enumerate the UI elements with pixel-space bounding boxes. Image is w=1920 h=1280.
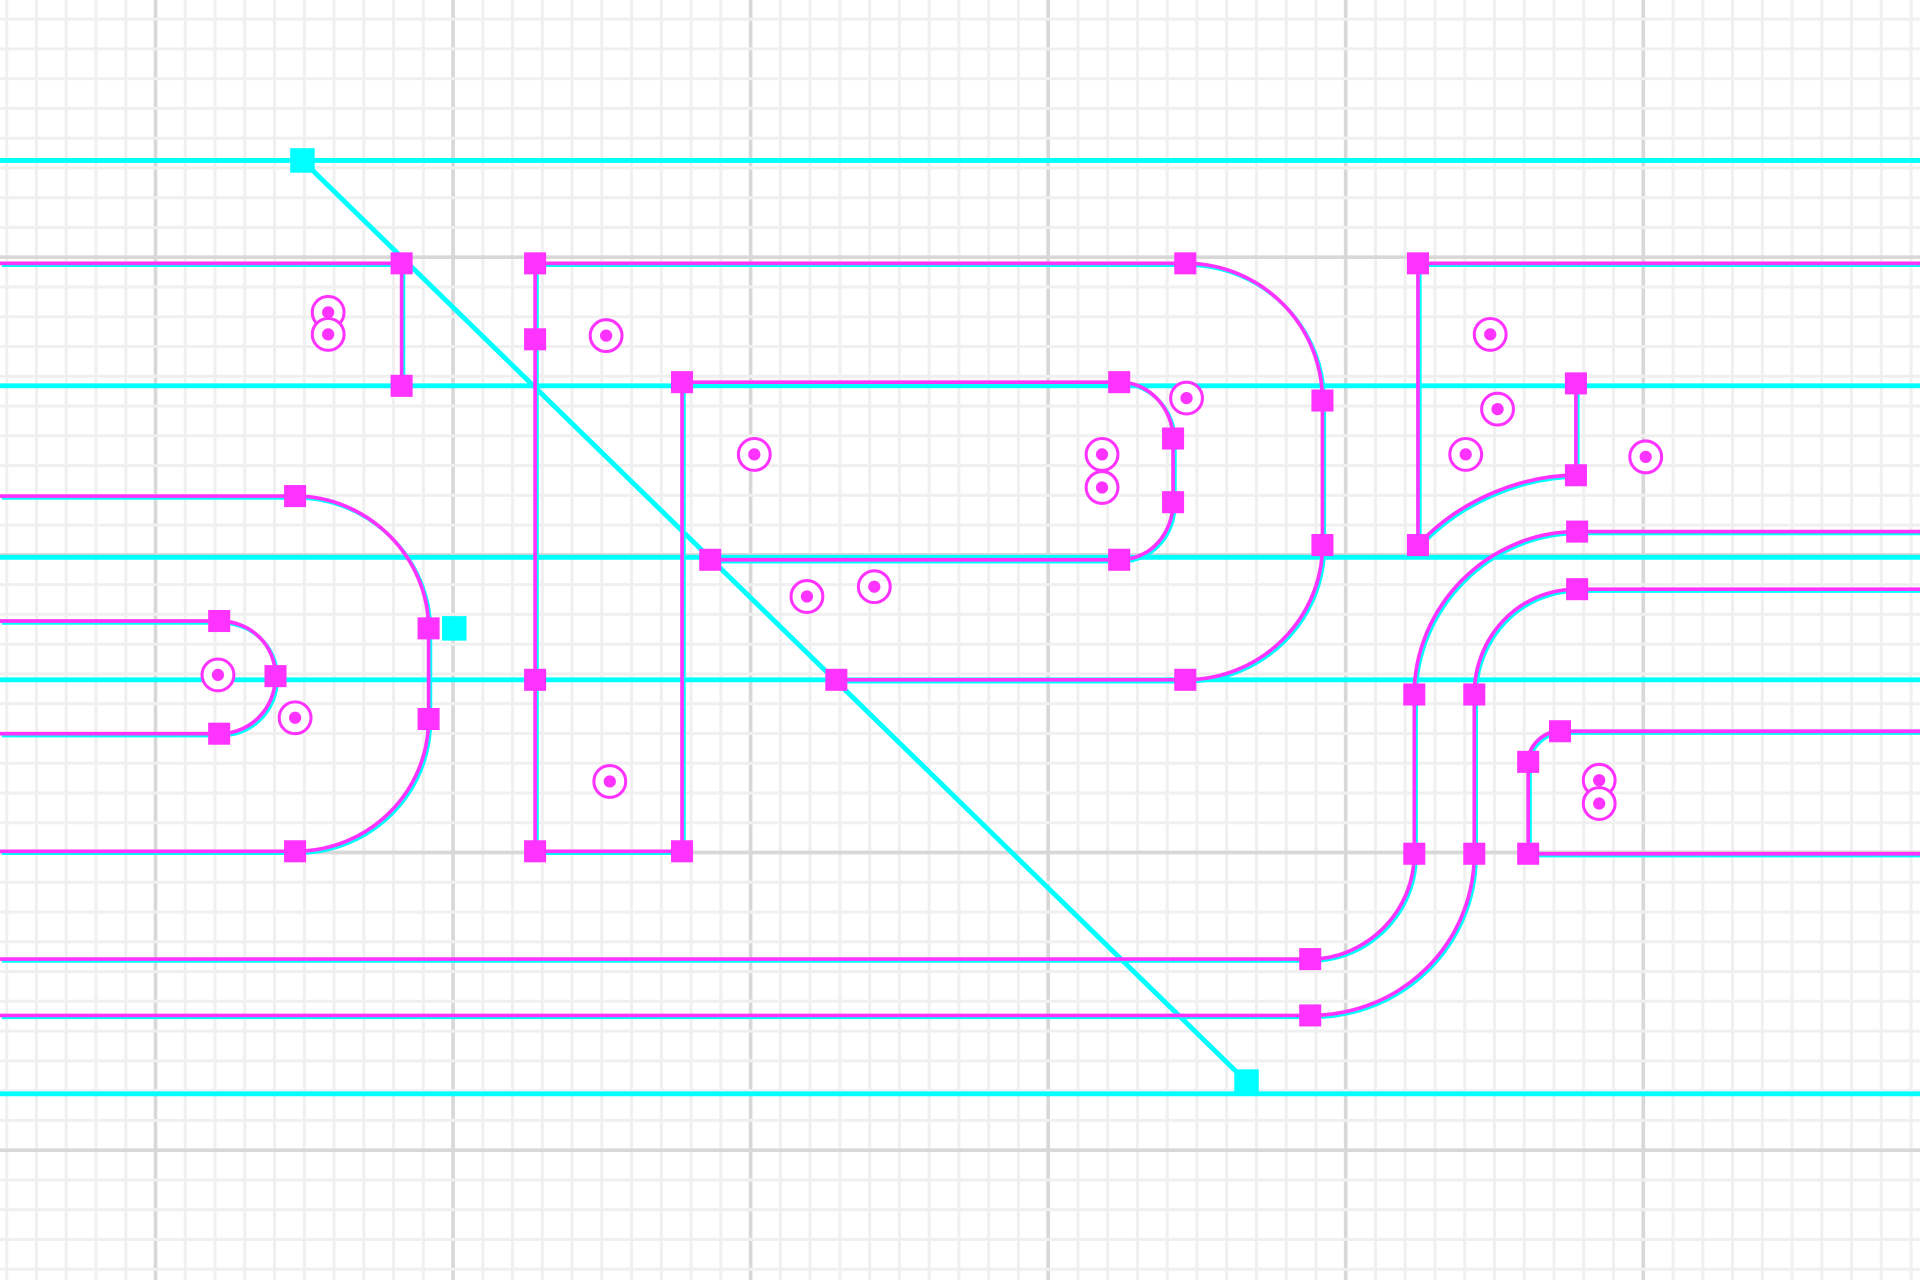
circle-node-icon[interactable] <box>1628 439 1664 475</box>
square-node-icon[interactable] <box>208 722 231 745</box>
square-node-icon[interactable] <box>1517 842 1540 865</box>
circle-node-icon[interactable] <box>592 764 628 799</box>
square-node-icon[interactable] <box>264 665 287 688</box>
circle-node-dot <box>1593 797 1606 810</box>
circle-node-icon[interactable] <box>1472 316 1508 352</box>
circle-node-dot <box>288 711 302 724</box>
square-node-icon[interactable] <box>1463 683 1486 706</box>
glyph-contour[interactable] <box>0 494 431 854</box>
square-node-icon[interactable] <box>1108 548 1131 571</box>
circle-node-dot <box>1639 450 1652 464</box>
square-node-icon[interactable] <box>671 840 694 863</box>
guide-handle-icon[interactable] <box>290 148 315 173</box>
circle-node-dot <box>1491 402 1504 416</box>
square-node-icon[interactable] <box>417 707 440 731</box>
circle-node-dot <box>1095 481 1109 494</box>
square-node-icon[interactable] <box>524 840 547 863</box>
outline-shadow <box>1 531 1920 963</box>
square-node-icon[interactable] <box>208 609 231 633</box>
square-node-icon[interactable] <box>524 668 547 691</box>
square-node-icon[interactable] <box>1299 948 1322 971</box>
circle-node-dot <box>211 668 225 682</box>
square-node-icon[interactable] <box>1174 252 1197 275</box>
diagonal-guide[interactable] <box>300 158 1249 1084</box>
square-node-icon[interactable] <box>1108 371 1131 394</box>
square-node-icon[interactable] <box>284 485 307 508</box>
circle-node-dot <box>1180 391 1193 405</box>
circle-node-icon[interactable] <box>856 569 892 605</box>
square-node-icon[interactable] <box>1403 683 1426 706</box>
circle-node-dot <box>600 329 613 342</box>
square-node-icon[interactable] <box>1403 842 1426 865</box>
square-node-icon[interactable] <box>1299 1004 1322 1027</box>
circle-node-dot <box>1593 774 1606 787</box>
square-node-icon[interactable] <box>524 328 547 351</box>
circle-node-icon[interactable] <box>1448 436 1484 472</box>
circle-node-dot <box>1484 328 1497 341</box>
circle-node-dot <box>322 306 335 319</box>
circle-node-icon[interactable] <box>789 579 825 614</box>
circle-node-dot <box>1095 448 1109 461</box>
square-node-icon[interactable] <box>417 617 440 640</box>
square-node-icon[interactable] <box>1566 520 1589 543</box>
square-node-icon[interactable] <box>825 668 848 691</box>
square-node-icon[interactable] <box>1564 372 1587 395</box>
square-node-icon[interactable] <box>671 371 694 394</box>
circle-node-icon[interactable] <box>1169 380 1204 416</box>
square-node-icon[interactable] <box>699 548 722 571</box>
circle-node-dot <box>868 580 881 593</box>
square-node-icon[interactable] <box>1517 750 1540 773</box>
square-node-icon[interactable] <box>1564 464 1587 487</box>
square-node-icon[interactable] <box>1162 491 1185 514</box>
circle-node-icon[interactable] <box>1480 391 1515 427</box>
circle-node-dot <box>800 590 814 603</box>
square-node-icon[interactable] <box>1406 534 1429 557</box>
square-node-icon[interactable] <box>390 252 413 275</box>
circle-node-dot <box>748 448 761 461</box>
circle-node-dot <box>603 775 616 788</box>
circle-node-icon[interactable] <box>200 657 236 693</box>
square-node-icon[interactable] <box>1463 842 1486 865</box>
guide-handle-icon[interactable] <box>442 616 467 641</box>
square-node-icon[interactable] <box>284 840 307 863</box>
circle-node-icon[interactable] <box>277 700 313 736</box>
square-node-icon[interactable] <box>524 252 547 275</box>
glyph-contour[interactable] <box>535 261 1325 682</box>
guide-handle-icon[interactable] <box>1234 1069 1259 1094</box>
glyph-nodes[interactable] <box>200 252 1664 1027</box>
square-node-icon[interactable] <box>1566 578 1589 601</box>
square-node-icon[interactable] <box>1174 668 1197 691</box>
square-node-icon[interactable] <box>1311 389 1334 412</box>
square-node-icon[interactable] <box>1406 252 1429 275</box>
circle-node-icon[interactable] <box>736 436 772 472</box>
square-node-icon[interactable] <box>1162 427 1185 450</box>
circle-node-dot <box>322 328 335 341</box>
square-node-icon[interactable] <box>1548 720 1572 743</box>
square-node-icon[interactable] <box>1311 534 1334 557</box>
circle-node-dot <box>1459 448 1472 461</box>
circle-node-icon[interactable] <box>310 316 346 352</box>
circle-node-icon[interactable] <box>1084 436 1120 472</box>
circle-node-icon[interactable] <box>1084 470 1120 505</box>
square-node-icon[interactable] <box>390 374 413 397</box>
circle-node-icon[interactable] <box>588 318 624 354</box>
circle-node-icon[interactable] <box>1581 786 1617 821</box>
